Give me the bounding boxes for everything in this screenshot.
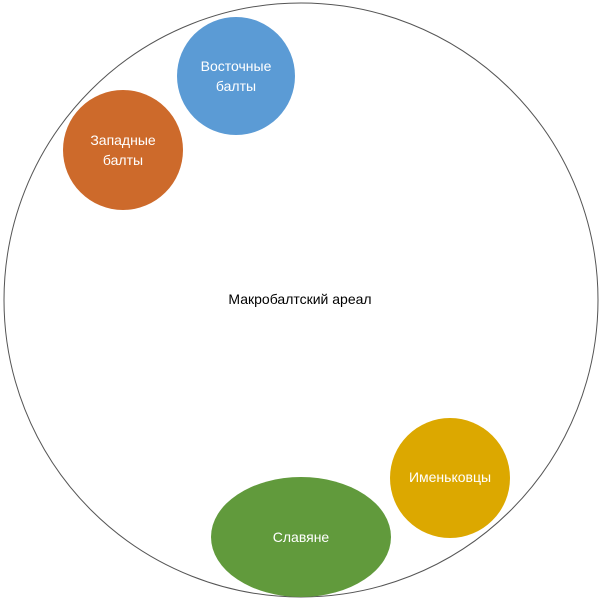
west-balts-line2: балты [102,152,144,168]
west-balts-circle [63,90,183,210]
east-balts-line2: балты [215,78,257,94]
imenkovtsy-circle [390,418,510,538]
west-balts-label: Западные балты [90,130,155,170]
imenkovtsy-label: Именьковцы [408,469,492,485]
east-balts-label: Восточные балты [201,56,272,96]
east-balts-line1: Восточные [200,58,272,74]
east-balts-circle [177,17,295,135]
slavs-label: Славяне [272,529,330,545]
slavs-ellipse [211,477,391,597]
outer-label: Макробалтский ареал [228,291,372,307]
west-balts-line1: Западные [90,132,156,148]
